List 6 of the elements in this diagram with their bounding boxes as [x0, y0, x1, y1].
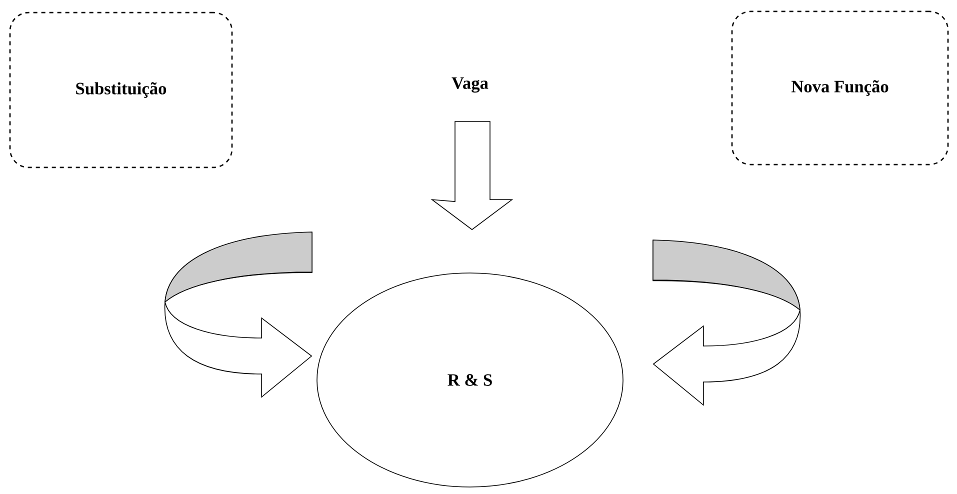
dashed-box: Nova Função	[731, 10, 949, 166]
curved-arrow	[164, 232, 312, 398]
node-text: Vaga	[452, 77, 488, 93]
block-arrow	[430, 121, 514, 230]
curved-arrow	[652, 240, 800, 406]
dashed-box: Substituição	[9, 12, 233, 168]
